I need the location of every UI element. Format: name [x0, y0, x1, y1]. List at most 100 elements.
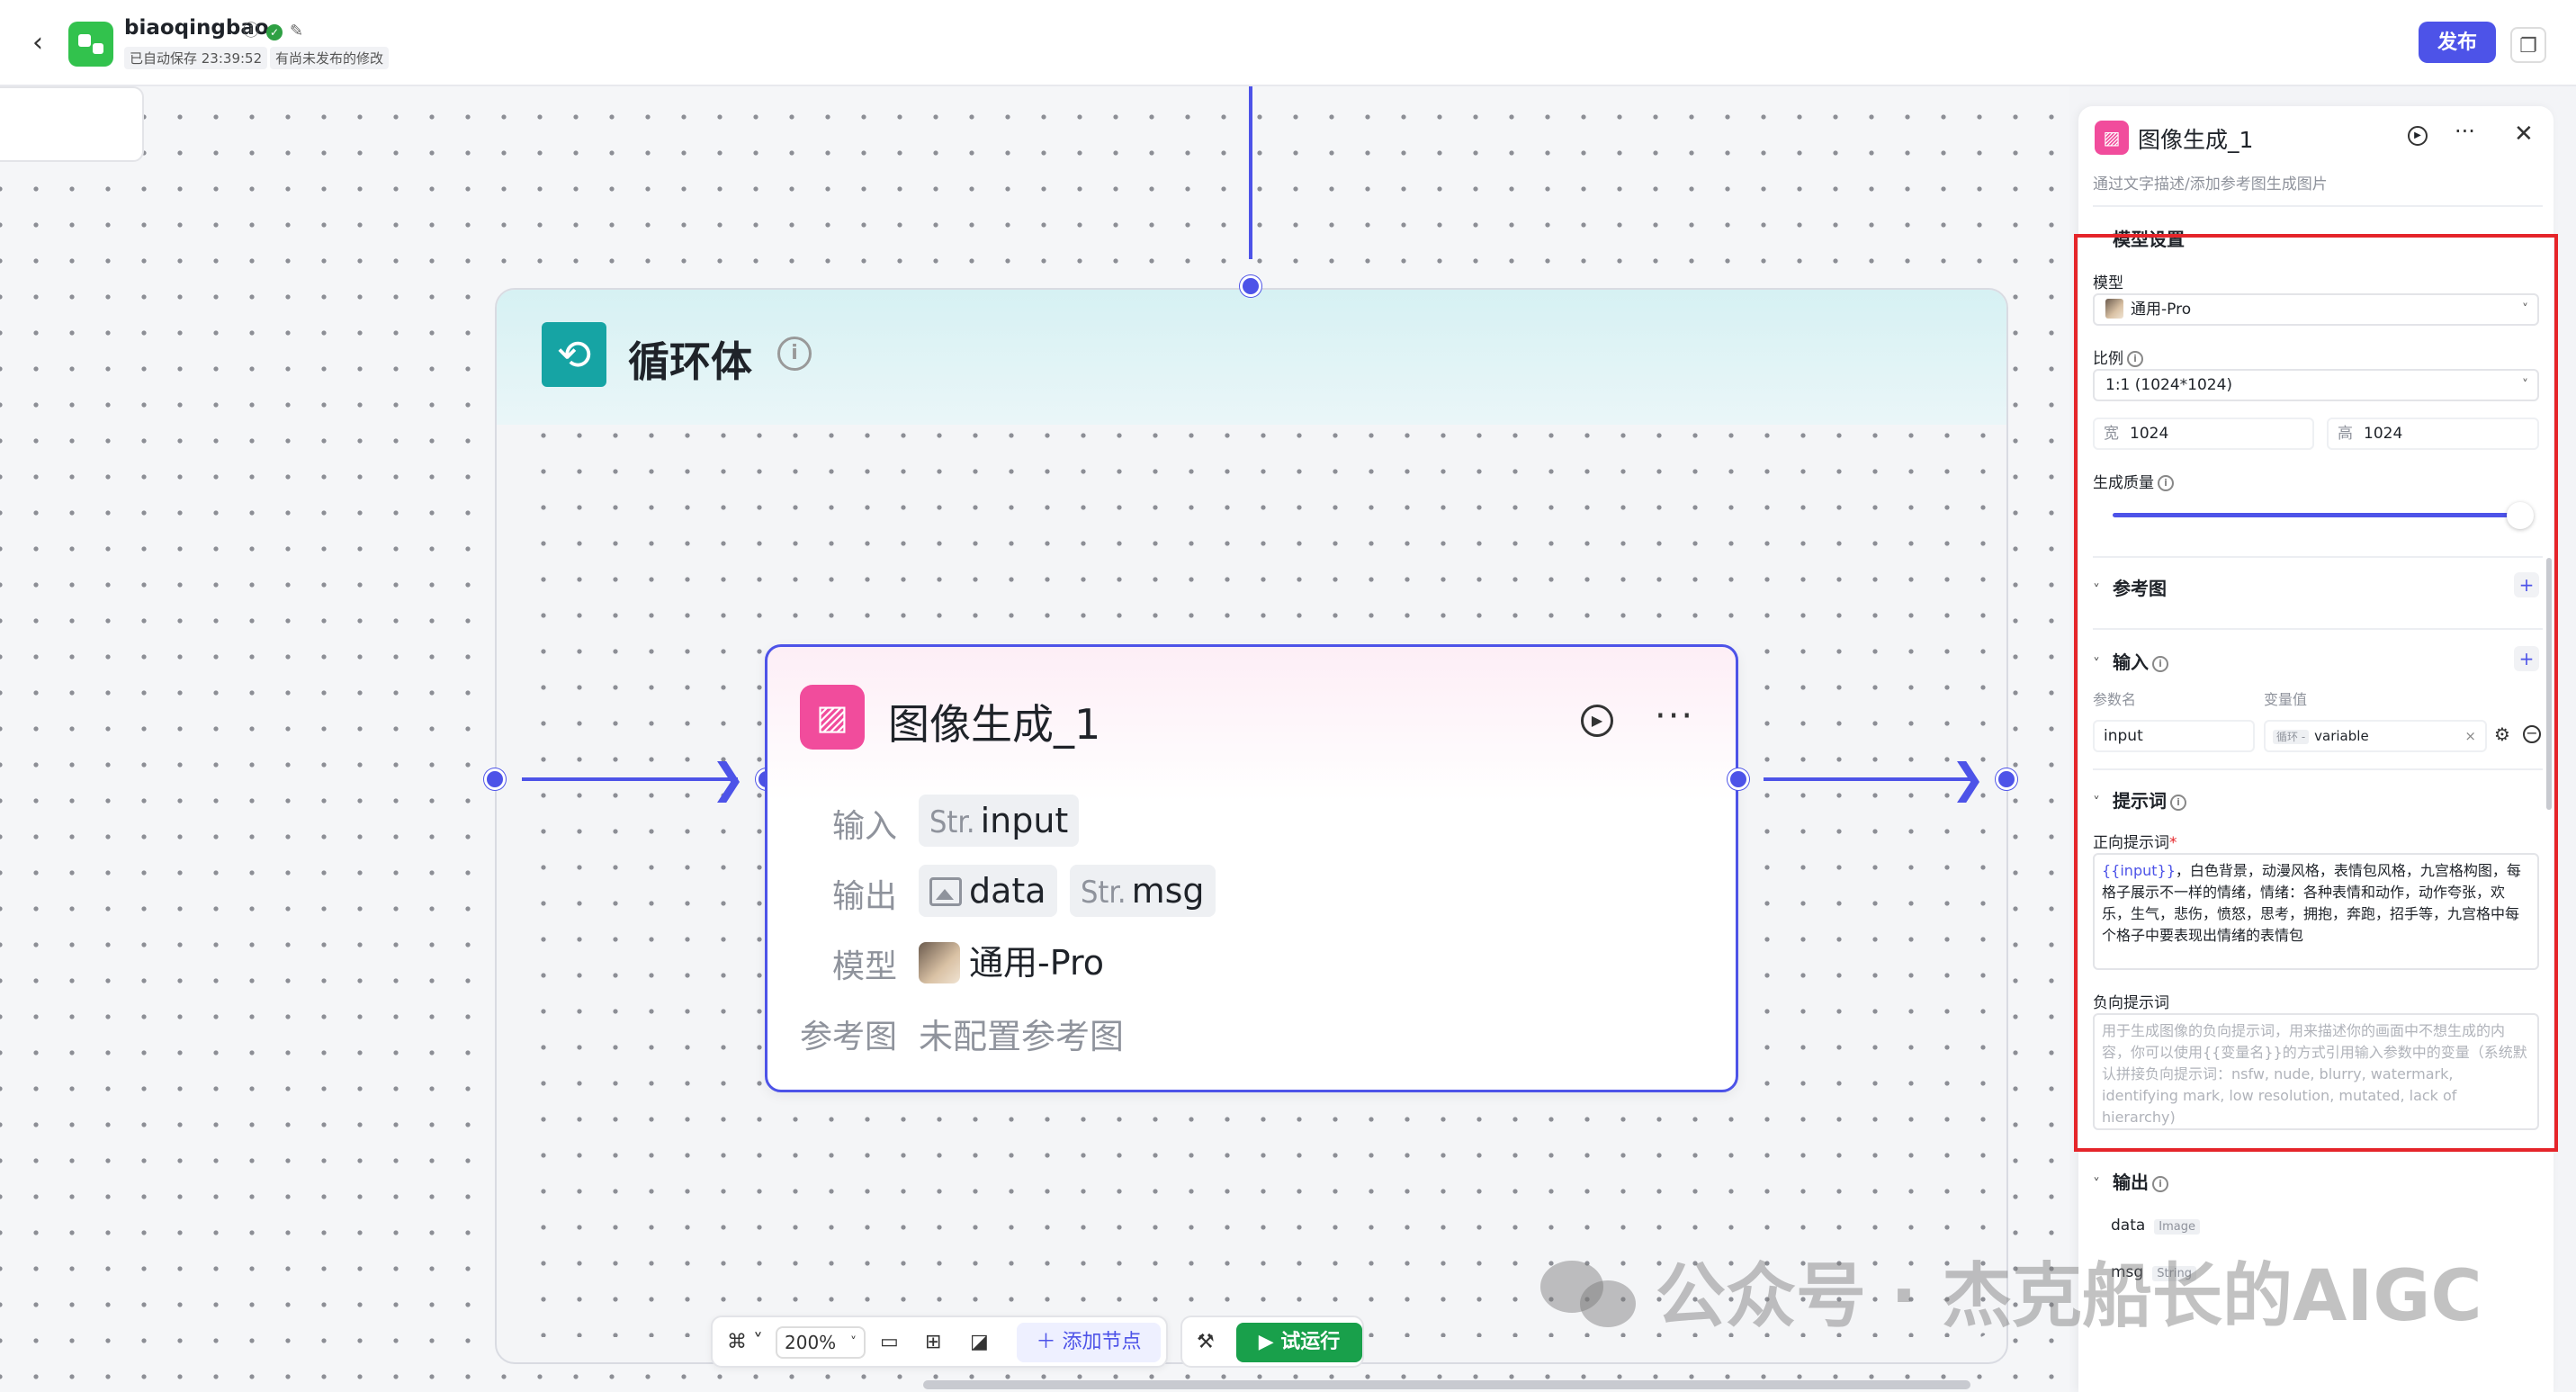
- layout-icon[interactable]: ⊞: [925, 1331, 942, 1353]
- param-name-input[interactable]: input: [2093, 720, 2255, 752]
- add-input-plus-icon[interactable]: +: [2514, 646, 2539, 671]
- workflow-canvas[interactable]: ⟲ 循环体 i ❯ ▨ 图像生成_1 ▶ ··· 输入 Str.input 输出…: [0, 86, 2069, 1392]
- image-type-icon: [929, 877, 962, 906]
- run-node-icon[interactable]: ▶: [2408, 126, 2428, 146]
- node-title: 图像生成_1: [888, 700, 1101, 749]
- wechat-logo-icon: [1540, 1261, 1639, 1331]
- model-avatar: [2105, 299, 2123, 319]
- gear-icon[interactable]: ⚙: [2494, 723, 2510, 745]
- divider: [2093, 628, 2543, 630]
- debug-icon[interactable]: ⚒: [1197, 1331, 1215, 1353]
- chevron-down-icon: ˅: [2093, 794, 2100, 811]
- node-output-port[interactable]: [1728, 768, 1749, 790]
- output-name: data: [2111, 1217, 2146, 1235]
- output-type: String: [2152, 1266, 2197, 1281]
- zoom-select[interactable]: 200%˅: [776, 1326, 866, 1359]
- loop-info-icon[interactable]: i: [777, 337, 812, 371]
- comment-icon[interactable]: ▭: [880, 1331, 899, 1353]
- section-title: 输出: [2113, 1172, 2149, 1193]
- var-value-header: 变量值: [2264, 691, 2308, 708]
- panel-title: 图像生成_1: [2138, 127, 2254, 153]
- output-row-data: data Image: [2111, 1217, 2201, 1235]
- edit-icon[interactable]: ✎: [290, 22, 304, 40]
- info-icon[interactable]: i: [2152, 1176, 2168, 1192]
- output-msg-name: msg: [1131, 871, 1205, 911]
- chevron-down-icon: ˅: [850, 1335, 857, 1350]
- output-row-msg: msg String: [2111, 1263, 2197, 1281]
- quality-label-text: 生成质量: [2093, 474, 2154, 492]
- height-key: 高: [2338, 425, 2353, 443]
- model-label: 模型: [2093, 274, 2123, 292]
- output-type: Image: [2154, 1219, 2201, 1235]
- unpublished-badge: 有尚未发布的修改: [270, 47, 390, 69]
- back-chevron-icon[interactable]: ‹: [32, 27, 43, 58]
- loop-top-port[interactable]: [1240, 275, 1261, 297]
- app-logo-icon: [68, 22, 113, 67]
- copy-icon[interactable]: ❐: [2510, 27, 2546, 63]
- positive-prompt-textarea[interactable]: {{input}}，白色背景，动漫风格，表情包风格，九宫格构图，每格子展示不一样…: [2093, 853, 2539, 970]
- publish-button[interactable]: 发布: [2419, 22, 2496, 63]
- test-run-label: 试运行: [1280, 1331, 1341, 1353]
- input-param-chip: Str.input: [919, 795, 1080, 847]
- loop-left-port[interactable]: [484, 768, 506, 790]
- reference-image-section[interactable]: ˅ 参考图: [2093, 574, 2167, 600]
- more-icon[interactable]: ···: [1655, 696, 1695, 737]
- info-icon[interactable]: i: [2127, 351, 2143, 367]
- info-icon[interactable]: i: [2158, 475, 2174, 491]
- verified-check-icon: ✓: [266, 24, 283, 40]
- more-icon[interactable]: ···: [2455, 119, 2475, 144]
- model-settings-section[interactable]: ˅模型设置: [2093, 225, 2185, 251]
- output-name: msg: [2111, 1263, 2144, 1281]
- chevron-down-icon: ˅: [2093, 581, 2100, 598]
- minimap-icon[interactable]: ◪: [970, 1331, 989, 1353]
- model-select-value: 通用-Pro: [2131, 301, 2192, 319]
- divider: [2093, 768, 2543, 770]
- loop-right-port[interactable]: [1996, 768, 2017, 790]
- section-title: 参考图: [2113, 578, 2167, 599]
- add-node-button[interactable]: ＋ 添加节点: [1017, 1323, 1161, 1362]
- image-generation-node[interactable]: ▨ 图像生成_1 ▶ ··· 输入 Str.input 输出 data Str.…: [765, 644, 1738, 1092]
- negative-prompt-textarea[interactable]: 用于生成图像的负向提示词，用来描述你的画面中不想生成的内容，你可以使用{{变量名…: [2093, 1013, 2539, 1130]
- close-icon[interactable]: ✕: [2514, 121, 2534, 148]
- chevron-down-icon: ˅: [2522, 378, 2528, 392]
- width-value: 1024: [2130, 425, 2169, 443]
- autosave-badge: 已自动保存 23:39:52: [124, 47, 268, 69]
- var-source-tag: 循环 -: [2273, 730, 2310, 744]
- model-avatar: [919, 942, 960, 983]
- quality-slider-handle[interactable]: [2507, 502, 2534, 529]
- string-type-icon: Str.: [1081, 875, 1126, 911]
- clear-icon[interactable]: ×: [2464, 728, 2476, 744]
- add-reference-plus-icon[interactable]: +: [2514, 572, 2539, 597]
- chevron-down-icon: ˅: [2093, 655, 2100, 672]
- run-node-icon[interactable]: ▶: [1581, 705, 1613, 737]
- ratio-select[interactable]: 1:1 (1024*1024)˅: [2093, 369, 2539, 401]
- remove-param-icon[interactable]: −: [2523, 725, 2541, 743]
- chevron-down-icon: ˅: [2093, 232, 2100, 249]
- canvas-toolbar: ⌘ ˅ 200%˅ ▭ ⊞ ◪ ＋ 添加节点: [711, 1316, 1168, 1368]
- variable-value-chip[interactable]: 循环 -variable×: [2264, 720, 2487, 752]
- divider: [2093, 205, 2543, 207]
- quality-slider-track[interactable]: [2113, 513, 2512, 517]
- mouse-mode-icon[interactable]: ⌘ ˅: [727, 1331, 763, 1353]
- watermark: 公众号 · 杰克船长的AIGC: [1540, 1240, 2482, 1341]
- loop-header: [497, 290, 2006, 425]
- chevron-down-icon: ˅: [2522, 302, 2528, 317]
- model-row-label: 模型: [832, 948, 898, 985]
- model-name: 通用-Pro: [969, 943, 1104, 983]
- info-icon[interactable]: i: [2170, 795, 2186, 811]
- info-icon[interactable]: i: [2152, 656, 2168, 672]
- top-header: ‹ biaoqingbao ⓘ✓✎ 已自动保存 23:39:52 有尚未发布的修…: [0, 0, 2576, 86]
- upstream-node-card[interactable]: [0, 86, 144, 162]
- panel-scrollbar[interactable]: [2545, 378, 2554, 1269]
- horizontal-scrollbar[interactable]: [923, 1380, 1970, 1389]
- model-select[interactable]: 通用-Pro ˅: [2093, 293, 2539, 326]
- test-run-button[interactable]: ▶ 试运行: [1236, 1323, 1362, 1362]
- section-title: 输入: [2113, 651, 2149, 673]
- info-icon[interactable]: ⓘ: [243, 22, 259, 40]
